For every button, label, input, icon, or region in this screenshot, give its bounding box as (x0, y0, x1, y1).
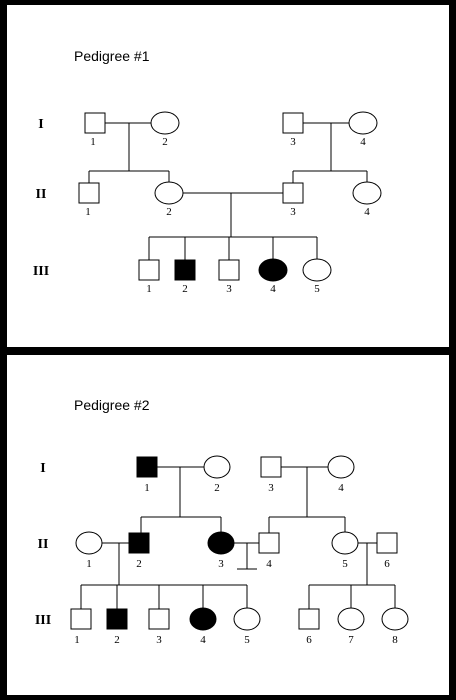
female-circle-iii-7 (337, 607, 365, 631)
male-square-affected-i-1 (136, 456, 158, 478)
male-square-iii-3 (148, 608, 170, 630)
male-square-i-3 (260, 456, 282, 478)
female-circle-i-4 (348, 111, 378, 135)
individual-number-iii-7: 7 (348, 634, 354, 646)
individual-number-ii-3: 3 (290, 206, 296, 218)
male-square-iii-1 (70, 608, 92, 630)
individual-number-iii-5: 5 (314, 283, 320, 295)
female-circle-ii-4 (352, 181, 382, 205)
individual-number-i-2: 2 (214, 482, 220, 494)
individual-number-i-4: 4 (338, 482, 344, 494)
individual-number-i-4: 4 (360, 136, 366, 148)
individual-number-iii-2: 2 (182, 283, 188, 295)
male-square-i-1 (84, 112, 106, 134)
female-circle-affected-iii-4 (258, 258, 288, 282)
individual-number-iii-2: 2 (114, 634, 120, 646)
individual-number-ii-2: 2 (166, 206, 172, 218)
individual-number-ii-1: 1 (86, 558, 92, 570)
individual-number-iii-5: 5 (244, 634, 250, 646)
generation-label-i: I (40, 461, 45, 476)
generation-label-iii: III (33, 264, 49, 279)
male-square-ii-6 (376, 532, 398, 554)
generation-label-i: I (38, 117, 43, 132)
generation-label-iii: III (35, 613, 51, 628)
female-circle-iii-5 (233, 607, 261, 631)
male-square-affected-iii-2 (106, 608, 128, 630)
individual-number-iii-1: 1 (74, 634, 80, 646)
individual-number-i-1: 1 (144, 482, 150, 494)
female-circle-i-2 (203, 455, 231, 479)
male-square-ii-4 (258, 532, 280, 554)
individual-number-iii-3: 3 (226, 283, 232, 295)
individual-number-ii-1: 1 (85, 206, 91, 218)
male-square-ii-3 (282, 182, 304, 204)
male-square-ii-1 (78, 182, 100, 204)
individual-number-ii-2: 2 (136, 558, 142, 570)
male-square-i-3 (282, 112, 304, 134)
female-circle-affected-ii-3 (207, 531, 235, 555)
male-square-iii-6 (298, 608, 320, 630)
male-square-affected-ii-2 (128, 532, 150, 554)
generation-label-ii: II (38, 537, 49, 552)
male-square-iii-1 (138, 259, 160, 281)
individual-number-i-3: 3 (290, 136, 296, 148)
individual-number-iii-3: 3 (156, 634, 162, 646)
individual-number-ii-4: 4 (364, 206, 370, 218)
individual-number-ii-4: 4 (266, 558, 272, 570)
individual-number-ii-3: 3 (218, 558, 224, 570)
individual-number-ii-5: 5 (342, 558, 348, 570)
female-circle-ii-1 (75, 531, 103, 555)
female-circle-i-2 (150, 111, 180, 135)
individual-number-iii-8: 8 (392, 634, 398, 646)
pedigree-2-title: Pedigree #2 (74, 397, 150, 413)
female-circle-ii-2 (154, 181, 184, 205)
individual-number-i-1: 1 (90, 136, 96, 148)
individual-number-i-3: 3 (268, 482, 274, 494)
female-circle-iii-8 (381, 607, 409, 631)
male-square-affected-iii-2 (174, 259, 196, 281)
individual-number-iii-4: 4 (200, 634, 206, 646)
female-circle-i-4 (327, 455, 355, 479)
female-circle-ii-5 (331, 531, 359, 555)
female-circle-affected-iii-4 (189, 607, 217, 631)
male-square-iii-3 (218, 259, 240, 281)
individual-number-iii-4: 4 (270, 283, 276, 295)
pedigree-1-title: Pedigree #1 (74, 48, 150, 64)
individual-number-iii-6: 6 (306, 634, 312, 646)
female-circle-iii-5 (302, 258, 332, 282)
individual-number-i-2: 2 (162, 136, 168, 148)
generation-label-ii: II (36, 187, 47, 202)
individual-number-iii-1: 1 (146, 283, 152, 295)
individual-number-ii-6: 6 (384, 558, 390, 570)
